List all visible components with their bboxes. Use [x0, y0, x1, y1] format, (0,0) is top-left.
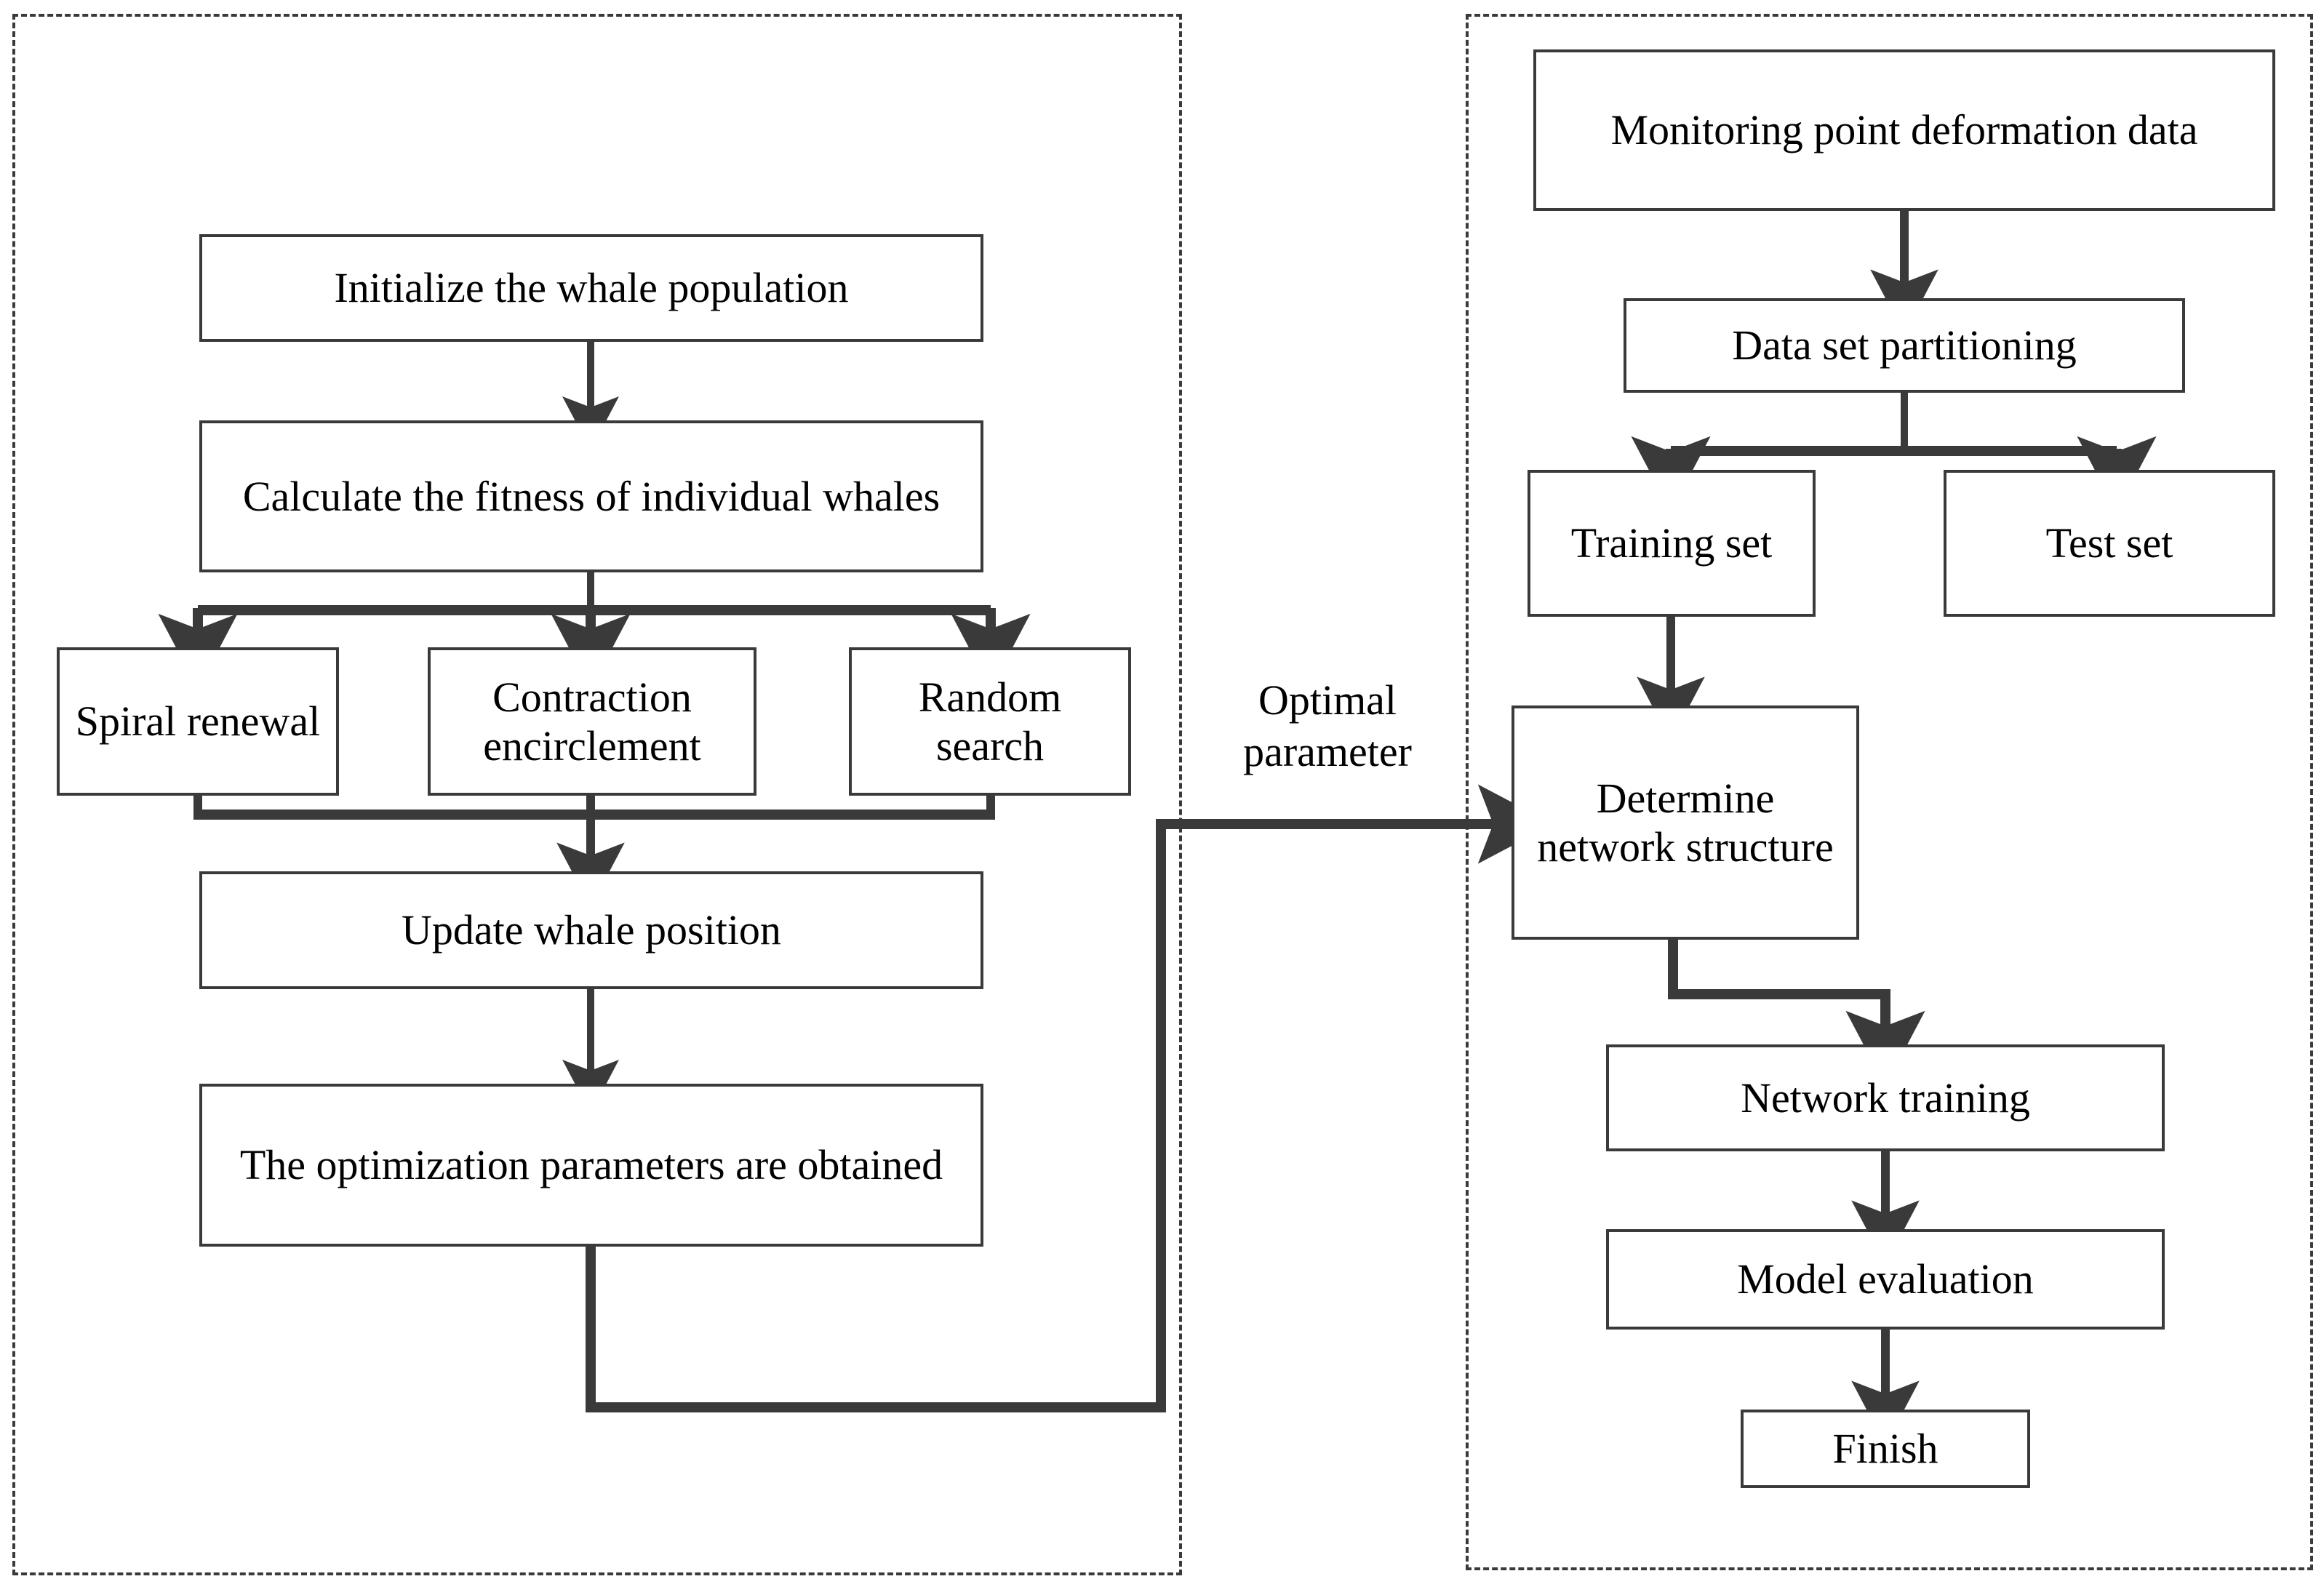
node-label: Monitoring point deformation data [1610, 106, 2198, 154]
node-label: Network training [1741, 1074, 2030, 1122]
edge-network-to-training [1668, 940, 1925, 1087]
node-label: Calculate the fitness of individual whal… [242, 472, 941, 520]
node-data-set-partitioning[interactable]: Data set partitioning [1624, 298, 2185, 393]
node-training-set[interactable]: Training set [1528, 470, 1816, 617]
node-contraction-encirclement[interactable]: Contraction encirclement [428, 647, 756, 796]
node-label: Model evaluation [1737, 1255, 2034, 1303]
node-label: Training set [1570, 519, 1773, 567]
node-label: Finish [1832, 1425, 1938, 1473]
edge-label-optimal-parameter: Optimal parameter [1243, 676, 1412, 775]
node-label: Data set partitioning [1732, 321, 2077, 369]
node-label: Spiral renewal [75, 697, 321, 745]
node-label: Determine network structure [1537, 774, 1834, 871]
node-calculate-fitness[interactable]: Calculate the fitness of individual whal… [199, 420, 983, 572]
node-label: The optimization parameters are obtained [239, 1141, 943, 1189]
node-random-search[interactable]: Random search [849, 647, 1131, 796]
node-test-set[interactable]: Test set [1944, 470, 2275, 617]
node-optimization-parameters-obtained[interactable]: The optimization parameters are obtained [199, 1084, 983, 1247]
network-modeling-panel [1466, 14, 2313, 1570]
node-monitoring-point-deformation-data[interactable]: Monitoring point deformation data [1533, 49, 2275, 211]
edge-params-to-network [586, 784, 1554, 1412]
node-finish[interactable]: Finish [1741, 1410, 2030, 1488]
node-initialize-whale-population[interactable]: Initialize the whale population [199, 234, 983, 342]
node-label: Random search [918, 673, 1062, 769]
whale-optimization-panel [12, 14, 1182, 1575]
node-model-evaluation[interactable]: Model evaluation [1606, 1229, 2165, 1330]
node-network-training[interactable]: Network training [1606, 1044, 2165, 1151]
node-determine-network-structure[interactable]: Determine network structure [1512, 705, 1859, 940]
node-label: Initialize the whale population [334, 264, 849, 312]
node-label: Test set [2045, 519, 2173, 567]
node-spiral-renewal[interactable]: Spiral renewal [57, 647, 339, 796]
node-update-whale-position[interactable]: Update whale position [199, 871, 983, 989]
node-label: Contraction encirclement [483, 673, 701, 769]
node-label: Update whale position [402, 906, 781, 954]
